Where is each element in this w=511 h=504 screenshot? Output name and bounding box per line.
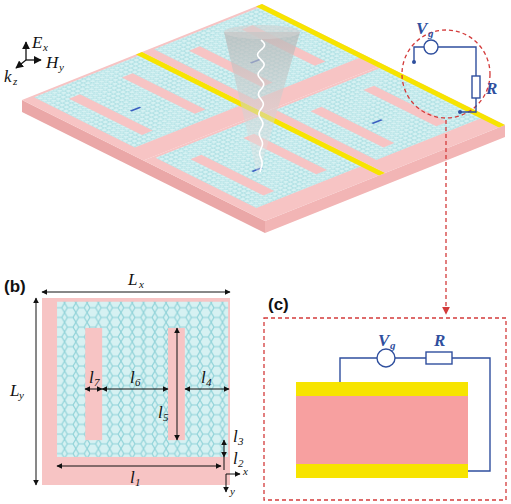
symbol-label: V: [378, 332, 389, 349]
terminal: [458, 110, 462, 114]
symbol-label: E: [32, 34, 42, 51]
symbol-label: H: [46, 54, 58, 71]
subscript: 4: [206, 377, 212, 388]
subscript: y: [230, 486, 235, 497]
subscript: z: [13, 76, 17, 87]
subscript: x: [243, 466, 248, 477]
electrode: [296, 464, 468, 478]
voltage-source: [377, 349, 395, 367]
subscript: g: [390, 340, 396, 351]
resistor-symbol: [426, 352, 452, 364]
symbol-label: (b): [4, 278, 26, 295]
symbol-label: (c): [268, 296, 289, 313]
subscript: g: [428, 28, 434, 39]
substrate: [296, 396, 468, 464]
symbol-label: k: [4, 68, 12, 85]
symbol-label: l: [158, 404, 163, 421]
dimension-lines: [36, 292, 240, 492]
subscript: 6: [135, 377, 141, 388]
symbol-label: R: [486, 80, 497, 97]
subscript: 2: [238, 458, 244, 469]
incident-beam: [224, 32, 300, 178]
electrode: [296, 382, 468, 396]
bias-wire: [414, 47, 476, 112]
symbol-label: l: [130, 369, 135, 386]
symbol-label: V: [416, 20, 427, 37]
symbol-label: L: [10, 382, 19, 399]
bias-wire: [340, 358, 490, 471]
zoom-circle: [402, 30, 490, 118]
symbol-label: L: [128, 271, 137, 288]
zoom-panel: [264, 318, 506, 500]
terminal: [412, 60, 416, 64]
voltage-source: [424, 40, 438, 54]
symbol-label: l: [233, 450, 238, 467]
symbol-label: l: [201, 369, 206, 386]
incident-beam: [224, 25, 300, 39]
axis: [25, 42, 26, 60]
subscript: y: [19, 390, 24, 401]
subscript: 1: [135, 477, 141, 488]
resistor-symbol: [472, 76, 480, 98]
symbol-label: l: [130, 469, 135, 486]
subscript: 3: [238, 436, 244, 447]
subscript: x: [139, 279, 144, 290]
axis: [16, 60, 26, 68]
symbol-label: l: [89, 369, 94, 386]
wave: [258, 40, 265, 172]
zoom-arrow: [445, 120, 446, 314]
subscript: 5: [163, 412, 169, 423]
subscript: y: [59, 62, 64, 73]
metasurface-array: [22, 4, 505, 221]
subscript: x: [43, 42, 48, 53]
unit-cell: [42, 298, 230, 485]
symbol-label: l: [233, 428, 238, 445]
subscript: 7: [94, 377, 100, 388]
symbol-label: R: [434, 332, 445, 349]
axis: [26, 59, 41, 60]
